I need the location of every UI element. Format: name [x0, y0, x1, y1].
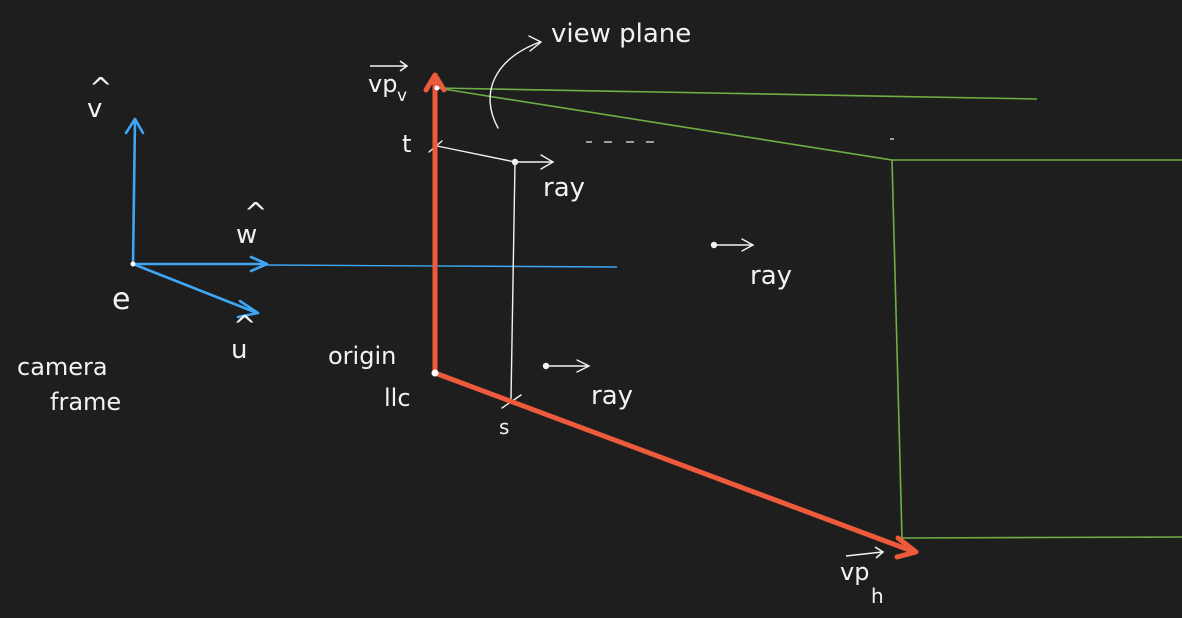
- u-hat-caret: ^: [233, 309, 256, 342]
- vp-v-label: vp v: [368, 60, 409, 106]
- v-axis-arrowhead: [124, 117, 145, 135]
- camera-frame-axes: [124, 117, 269, 319]
- camera-frame-label-line2: frame: [50, 388, 121, 416]
- vp-v-overarrow-head: [399, 60, 409, 72]
- vp-v-subscript: v: [397, 86, 407, 106]
- vp-v-tip-dot: [434, 85, 440, 91]
- eye-label: e: [112, 282, 130, 317]
- ray-bottom-label: ray: [591, 381, 633, 411]
- ray-mid-origin-dot: [710, 241, 718, 249]
- origin-label: origin: [328, 342, 396, 370]
- camera-frame-label-line1: camera: [17, 353, 108, 381]
- vp-h-arrowhead: [894, 535, 919, 560]
- v-axis: [131, 118, 137, 266]
- ray-top-label: ray: [543, 173, 585, 203]
- vp-h-text: vp: [840, 558, 869, 586]
- ray-top-origin-dot: [511, 158, 519, 166]
- w-hat-caret: ^: [244, 196, 267, 229]
- v-hat-label: v: [87, 94, 102, 124]
- view-plane-vectors: [423, 72, 919, 560]
- frustum-dash-marks: [586, 138, 894, 143]
- s-label: s: [499, 415, 509, 439]
- ray-bottom-origin-dot: [542, 362, 550, 370]
- vp-v-arrowhead: [423, 72, 447, 93]
- u-axis: [131, 262, 259, 315]
- frustum-diagonal-edge: [436, 87, 893, 161]
- eye-point: [130, 261, 136, 267]
- ray-bottom-arrowhead: [576, 359, 591, 373]
- u-axis-arrowhead: [236, 299, 260, 319]
- ray-mid-arrowhead: [741, 238, 755, 252]
- s-vertical-line: [510, 161, 516, 401]
- v-hat-caret: ^: [89, 71, 112, 104]
- llc-origin-dot: [431, 369, 439, 377]
- t-label: t: [402, 130, 411, 158]
- vp-h-vector: [432, 370, 915, 554]
- vp-h-label: vp h: [840, 546, 885, 608]
- ray-top-arrowhead: [540, 154, 555, 170]
- view-plane-pointer-curve: [489, 41, 541, 129]
- vp-v-text: vp: [368, 70, 397, 98]
- line-of-sight: [265, 264, 618, 268]
- w-axis-arrowhead: [249, 255, 269, 273]
- w-hat-label: w: [236, 220, 257, 250]
- vp-h-overarrow: [845, 551, 883, 557]
- llc-label: llc: [384, 384, 411, 412]
- t-to-ray-line: [436, 145, 516, 163]
- frustum-top-edge: [436, 87, 1038, 100]
- frustum-far-vertical-edge: [891, 159, 903, 539]
- vp-h-subscript: h: [871, 584, 884, 608]
- ray-guides: [428, 35, 755, 409]
- view-plane-pointer-arrowhead: [528, 35, 543, 52]
- u-hat-label: u: [231, 335, 247, 365]
- frustum-far-bottom-edge: [901, 536, 1182, 539]
- ray-mid-label: ray: [750, 261, 792, 291]
- view-plane-label: view plane: [551, 19, 691, 49]
- vp-h-overarrow-head: [874, 546, 885, 559]
- frustum-outline: [436, 87, 1182, 539]
